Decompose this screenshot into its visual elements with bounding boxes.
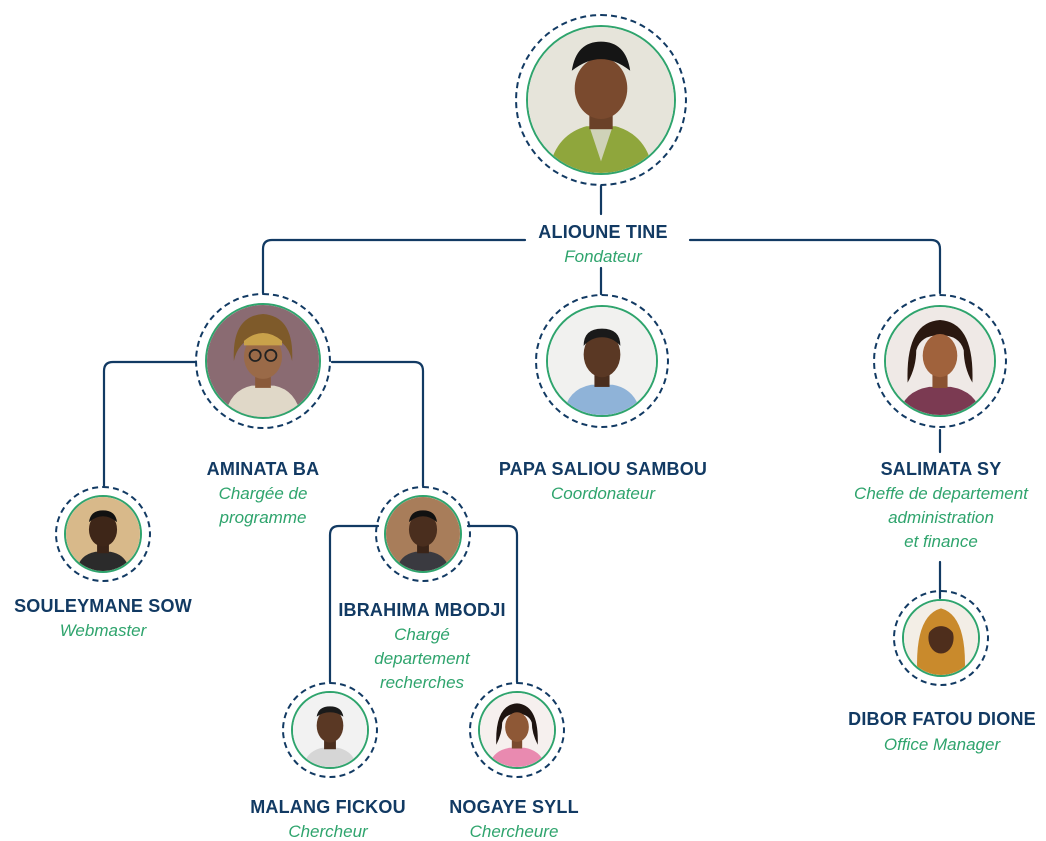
member-role: Cheffe de departement administration et … [854, 484, 1028, 551]
portrait-sy-icon [886, 307, 994, 415]
member-name: NOGAYE SYLL [449, 797, 579, 817]
avatar-sow [64, 495, 142, 573]
member-name: AMINATA BA [206, 459, 320, 479]
connector-mbodji-fickou [328, 524, 380, 684]
portrait-sambou-icon [548, 307, 656, 415]
avatar-ring-sambou [535, 294, 669, 428]
member-name: MALANG FICKOU [250, 797, 406, 817]
member-name: ALIOUNE TINE [538, 222, 668, 242]
member-name: PAPA SALIOU SAMBOU [498, 459, 708, 479]
member-name: IBRAHIMA MBODJI [338, 600, 506, 620]
avatar-ring-dione [893, 590, 989, 686]
portrait-sow-icon [66, 497, 140, 571]
member-role: Webmaster [59, 621, 147, 640]
portrait-dione-icon [904, 601, 978, 675]
member-role: Fondateur [564, 247, 642, 266]
member-name: SALIMATA SY [880, 459, 1002, 479]
connector-mbodji-syll [466, 524, 519, 684]
portrait-ba-icon [207, 305, 319, 417]
avatar-ring-mbodji [375, 486, 471, 582]
member-role: Office Manager [883, 735, 1001, 754]
member-role: Chercheur [288, 822, 368, 841]
portrait-fickou-icon [293, 693, 367, 767]
portrait-tine-icon [528, 27, 674, 173]
connector-ba-mbodji [330, 360, 425, 488]
avatar-ring-sow [55, 486, 151, 582]
portrait-syll-icon [480, 693, 554, 767]
member-name: DIBOR FATOU DIONE [848, 709, 1036, 729]
avatar-fickou [291, 691, 369, 769]
avatar-ring-fickou [282, 682, 378, 778]
connector-root-left [261, 238, 527, 295]
connector-root-right [688, 238, 942, 295]
avatar-sy [884, 305, 996, 417]
member-name: SOULEYMANE SOW [14, 596, 192, 616]
member-role: Chargée de programme [218, 484, 308, 527]
avatar-ring-syll [469, 682, 565, 778]
avatar-syll [478, 691, 556, 769]
avatar-sambou [546, 305, 658, 417]
member-role: Coordonateur [551, 484, 655, 503]
avatar-ring-sy [873, 294, 1007, 428]
avatar-tine [526, 25, 676, 175]
avatar-mbodji [384, 495, 462, 573]
member-role: Chargé departement recherches [374, 625, 470, 692]
portrait-mbodji-icon [386, 497, 460, 571]
avatar-ba [205, 303, 321, 419]
avatar-ring-tine [515, 14, 687, 186]
avatar-dione [902, 599, 980, 677]
connector-ba-sow [102, 360, 197, 488]
member-role: Chercheure [469, 822, 559, 841]
avatar-ring-ba [195, 293, 331, 429]
